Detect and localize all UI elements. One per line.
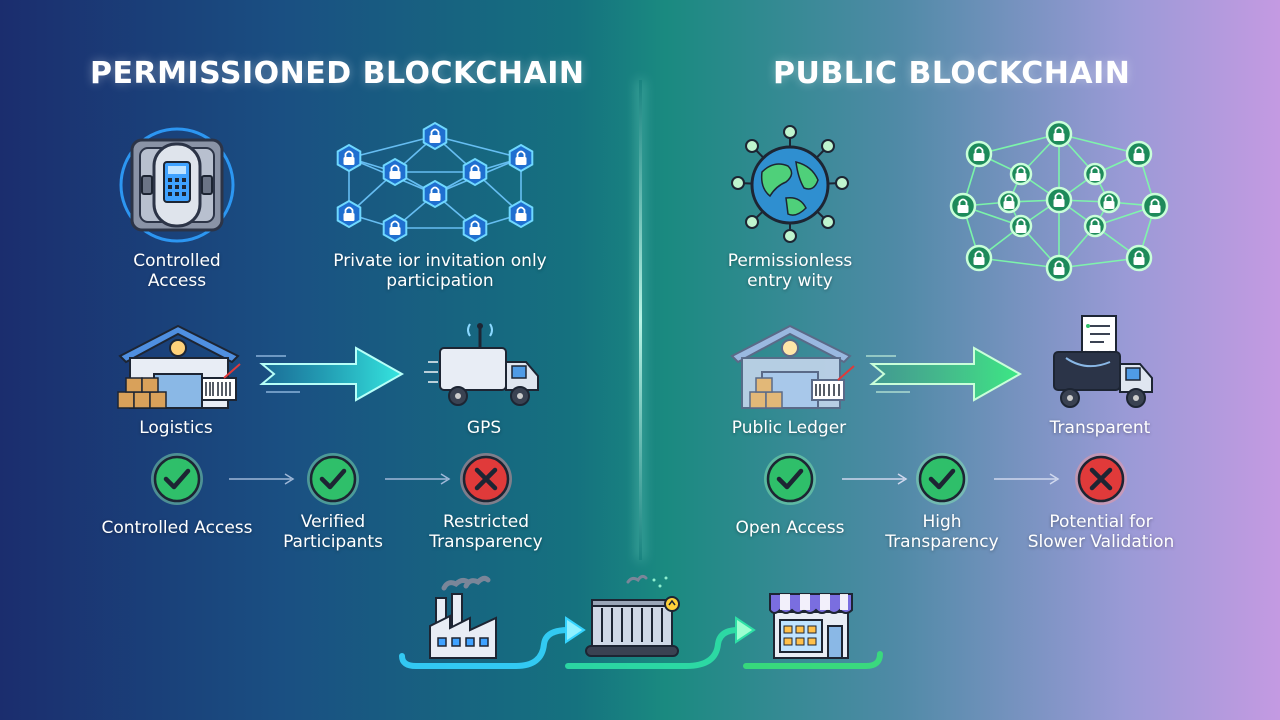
- private-network-icon: [336, 121, 534, 243]
- transparent-label: Transparent: [1049, 418, 1151, 438]
- warehouse-icon: [117, 324, 241, 409]
- permissioned-title: PERMISSIONED BLOCKCHAIN: [90, 56, 585, 91]
- public-title: PUBLIC BLOCKCHAIN: [773, 56, 1131, 91]
- controlled-access-label: Controlled Access: [133, 251, 221, 291]
- check-circle-icon: [764, 453, 816, 505]
- lock-node-icon: [336, 143, 362, 173]
- lock-node-icon: [382, 157, 408, 187]
- lock-node-icon: [1045, 120, 1073, 148]
- lock-node-icon: [997, 190, 1021, 214]
- public-ledger-label: Public Ledger: [731, 418, 847, 438]
- store-icon: [769, 593, 853, 659]
- factory-icon: [429, 575, 497, 659]
- check-circle-icon: [307, 453, 359, 505]
- step-arrow-icon: [229, 473, 295, 485]
- lock-node-icon: [336, 199, 362, 229]
- lock-node-icon: [462, 157, 488, 187]
- step-label: Open Access: [735, 518, 845, 538]
- gps-truck-icon: [424, 323, 539, 406]
- permissionless-entry-label: Permissionless entry wity: [727, 251, 853, 291]
- lock-node-icon: [1045, 186, 1073, 214]
- step-label: Restricted Transparency: [429, 512, 543, 552]
- step-arrow-icon: [385, 473, 451, 485]
- flow-arrow-right-public-icon: [866, 346, 1023, 402]
- lock-node-icon: [508, 143, 534, 173]
- step-label: Controlled Access: [101, 518, 253, 538]
- supply-chain-path: [399, 616, 883, 669]
- shipping-container-icon: [585, 574, 680, 657]
- x-circle-icon: [460, 453, 512, 505]
- lock-node-icon: [462, 213, 488, 243]
- lock-node-icon: [1009, 214, 1033, 238]
- lock-node-icon: [1083, 214, 1107, 238]
- flow-arrow-right-icon: [256, 346, 405, 402]
- lock-node-icon: [1083, 162, 1107, 186]
- gps-label: GPS: [466, 418, 502, 438]
- public-network-icon: [949, 120, 1169, 282]
- lock-node-icon: [1125, 140, 1153, 168]
- step-arrow-icon: [994, 473, 1060, 485]
- lock-node-icon: [1125, 244, 1153, 272]
- check-circle-icon: [916, 453, 968, 505]
- lock-node-icon: [1097, 190, 1121, 214]
- lock-node-icon: [949, 192, 977, 220]
- lock-node-icon: [508, 199, 534, 229]
- step-label: Potential for Slower Validation: [1027, 512, 1175, 552]
- transparent-truck-icon: [1053, 315, 1153, 408]
- lock-node-icon: [1009, 162, 1033, 186]
- lock-node-icon: [382, 213, 408, 243]
- center-divider: [639, 80, 642, 560]
- lock-node-icon: [422, 121, 448, 151]
- globe-network-icon: [731, 125, 849, 243]
- x-circle-icon: [1075, 453, 1127, 505]
- step-label: High Transparency: [885, 512, 999, 552]
- lock-node-icon: [965, 244, 993, 272]
- private-participation-label: Private ior invitation only participatio…: [333, 251, 547, 291]
- vault-lock-icon: [119, 127, 235, 243]
- lock-node-icon: [965, 140, 993, 168]
- step-arrow-icon: [842, 473, 908, 485]
- lock-node-icon: [422, 179, 448, 209]
- step-label: Verified Participants: [283, 512, 383, 552]
- check-circle-icon: [151, 453, 203, 505]
- logistics-label: Logistics: [139, 418, 213, 438]
- lock-node-icon: [1045, 254, 1073, 282]
- public-ledger-warehouse-icon: [730, 324, 855, 409]
- lock-node-icon: [1141, 192, 1169, 220]
